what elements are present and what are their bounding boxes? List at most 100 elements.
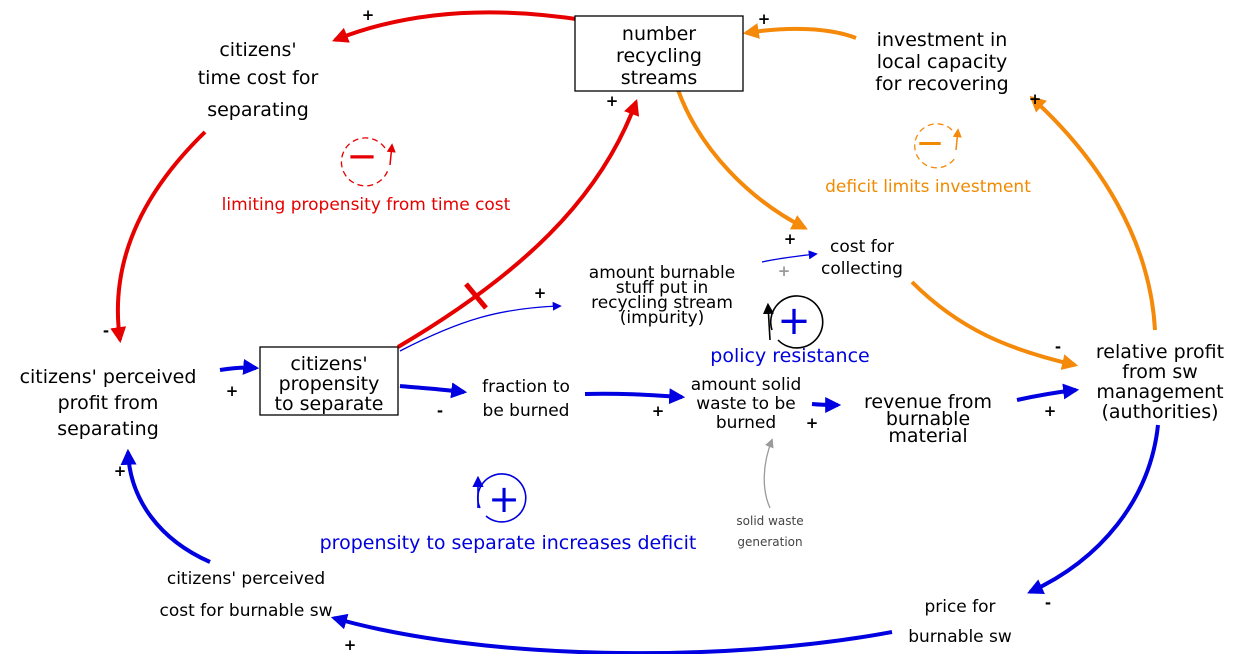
polarity-sign: + xyxy=(806,414,819,432)
svg-text:profit from: profit from xyxy=(58,392,159,414)
arrow-solidwaste-to-amountsolid xyxy=(763,438,774,509)
svg-text:to separate: to separate xyxy=(275,393,384,415)
svg-text:propensity: propensity xyxy=(279,373,380,395)
svg-text:material: material xyxy=(888,425,967,447)
var-time-cost: citizens' time cost for separating xyxy=(198,39,319,121)
svg-text:local capacity: local capacity xyxy=(877,51,1008,73)
svg-text:investment in: investment in xyxy=(877,29,1008,51)
arrow-investment-to-streams xyxy=(742,23,857,40)
loop-policy-icon: + xyxy=(762,295,824,349)
svg-text:recycling stream: recycling stream xyxy=(591,293,733,313)
arrow-propensity-to-streams xyxy=(396,98,640,349)
loop-limiting-symbol: — xyxy=(349,141,375,171)
polarity-sign: + xyxy=(1044,402,1057,420)
svg-text:separating: separating xyxy=(207,99,309,121)
svg-text:from sw: from sw xyxy=(1122,361,1198,383)
polarity-sign: + xyxy=(226,382,239,400)
polarity-sign: + xyxy=(114,462,127,480)
svg-text:streams: streams xyxy=(621,67,697,89)
polarity-sign: + xyxy=(784,230,797,248)
svg-text:amount solid: amount solid xyxy=(691,375,802,395)
var-solid-waste-generation: solid waste generation xyxy=(736,514,803,549)
loop-propensity-label: propensity to separate increases deficit xyxy=(320,532,697,554)
var-fraction-burned: fraction to be burned xyxy=(482,377,570,421)
arrow-revenue-to-relprofit xyxy=(1016,383,1080,402)
svg-text:amount burnable: amount burnable xyxy=(589,263,735,283)
polarity-sign: - xyxy=(1045,594,1051,612)
svg-text:burnable: burnable xyxy=(886,408,970,430)
svg-text:solid waste: solid waste xyxy=(736,514,803,528)
svg-text:management: management xyxy=(1096,381,1223,403)
svg-text:burnable sw: burnable sw xyxy=(908,627,1012,647)
var-propensity: citizens' propensity to separate xyxy=(259,346,399,416)
polarity-sign: + xyxy=(778,262,791,280)
arrow-fraction-to-amountsolid xyxy=(584,388,686,405)
svg-text:citizens': citizens' xyxy=(219,39,296,61)
polarity-sign: + xyxy=(758,10,771,28)
svg-text:citizens': citizens' xyxy=(290,353,367,375)
var-relative-profit: relative profit from sw management (auth… xyxy=(1096,341,1224,423)
svg-text:recycling: recycling xyxy=(616,45,702,67)
loop-deficit-label: deficit limits investment xyxy=(825,177,1031,197)
arrow-perceivedprofit-to-propensity xyxy=(219,358,260,375)
arrow-price-to-perceivedcost xyxy=(330,613,893,654)
arrow-streams-to-costcollecting xyxy=(676,89,808,230)
var-cost-collecting: cost for collecting xyxy=(821,237,903,279)
polarity-sign: + xyxy=(652,402,665,420)
arrow-costcollecting-to-relprofit xyxy=(910,280,1079,370)
svg-text:cost for: cost for xyxy=(830,237,894,257)
arrow-perceivedcost-to-perceivedprofit xyxy=(120,448,211,564)
svg-text:(impurity): (impurity) xyxy=(620,308,705,328)
svg-text:cost for burnable sw: cost for burnable sw xyxy=(159,601,332,621)
arrow-relprofit-to-price xyxy=(1027,424,1160,594)
arrow-relprofit-to-investment xyxy=(1029,95,1157,331)
var-price: price for burnable sw xyxy=(908,597,1012,647)
svg-text:(authorities): (authorities) xyxy=(1101,401,1218,423)
svg-text:citizens' perceived: citizens' perceived xyxy=(20,366,197,388)
loop-limiting-label: limiting propensity from time cost xyxy=(222,195,511,215)
loop-propensity-symbol: + xyxy=(488,477,520,521)
polarity-sign: + xyxy=(534,284,547,302)
var-amount-burnable: amount burnable stuff put in recycling s… xyxy=(589,263,735,328)
svg-text:generation: generation xyxy=(737,535,802,549)
svg-text:number: number xyxy=(622,23,696,45)
svg-text:be burned: be burned xyxy=(483,401,570,421)
polarity-sign: + xyxy=(606,92,619,110)
svg-text:burned: burned xyxy=(716,413,776,433)
arrow-streams-to-timecost xyxy=(332,10,584,43)
polarity-sign: + xyxy=(362,6,375,24)
svg-text:citizens' perceived: citizens' perceived xyxy=(167,569,325,589)
loop-policy-symbol: + xyxy=(777,298,811,344)
svg-text:time cost for: time cost for xyxy=(198,67,319,89)
var-amount-solid: amount solid waste to be burned xyxy=(691,375,802,433)
var-perceived-profit: citizens' perceived profit from separati… xyxy=(20,366,197,440)
svg-text:collecting: collecting xyxy=(821,259,903,279)
svg-text:price for: price for xyxy=(924,597,995,617)
svg-text:waste to be: waste to be xyxy=(696,394,795,414)
polarity-signs: + + + + + - + + - + - + + + + - + xyxy=(103,6,1061,654)
var-revenue: revenue from burnable material xyxy=(864,391,992,447)
svg-text:revenue from: revenue from xyxy=(864,391,992,413)
polarity-sign: - xyxy=(437,402,443,420)
var-number-recycling-streams: number recycling streams xyxy=(574,15,744,92)
arrow-amountburnable-to-costcollecting xyxy=(761,250,818,263)
arrow-propensity-to-fraction xyxy=(399,382,468,399)
var-investment: investment in local capacity for recover… xyxy=(875,29,1008,95)
polarity-sign: - xyxy=(1055,338,1061,356)
arrow-amountsolid-to-revenue xyxy=(811,396,842,413)
loop-deficit-icon: — xyxy=(914,123,962,169)
polarity-sign: + xyxy=(1029,90,1042,108)
var-perceived-cost: citizens' perceived cost for burnable sw xyxy=(159,569,332,621)
loop-deficit-symbol: — xyxy=(918,128,942,156)
arrow-propensity-to-amountburnable xyxy=(399,301,562,352)
svg-text:relative profit: relative profit xyxy=(1096,341,1224,363)
svg-text:for recovering: for recovering xyxy=(875,73,1008,95)
arrow-timecost-to-perceivedprofit xyxy=(110,130,207,344)
polarity-sign: - xyxy=(103,322,109,340)
delay-mark xyxy=(464,282,488,310)
svg-text:stuff put in: stuff put in xyxy=(616,278,709,298)
svg-text:separating: separating xyxy=(57,418,159,440)
loop-limiting-icon: — xyxy=(340,137,396,187)
loop-policy-label: policy resistance xyxy=(710,345,869,367)
